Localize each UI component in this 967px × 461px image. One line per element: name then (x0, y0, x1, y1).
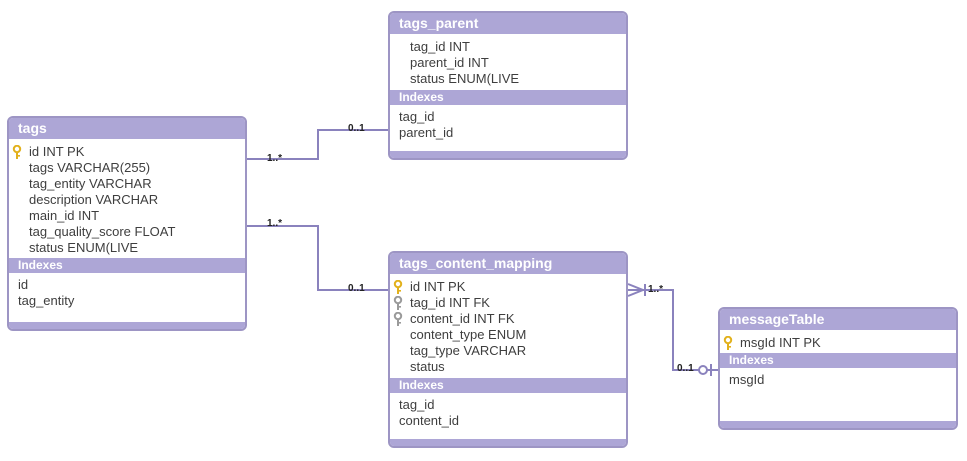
indexes-header: Indexes (9, 258, 245, 273)
column-row: parent_id INT (410, 55, 489, 70)
table-message-table[interactable]: messageTable msgId INT PK Indexes msgId (718, 307, 958, 430)
column-row: tag_quality_score FLOAT (29, 224, 176, 239)
tags-to-mapping-line (247, 225, 388, 291)
column-row: description VARCHAR (29, 192, 159, 207)
index-row: tag_id (399, 109, 435, 124)
cardinality-label: 1..* (267, 218, 283, 229)
column-text: tag_id INT FK (410, 295, 490, 310)
column-row: status (410, 359, 445, 374)
cardinality-label: 1..* (648, 284, 664, 295)
cardinality-label: 0..1 (348, 123, 365, 134)
tags-to-tags-parent-line (247, 129, 388, 160)
column-row: tags VARCHAR(255) (29, 160, 151, 175)
table-title: messageTable (720, 309, 956, 330)
column-row: status ENUM(LIVE (29, 240, 139, 255)
indexes-header: Indexes (720, 353, 956, 368)
column-row: content_id INT FK (390, 311, 626, 327)
table-tags-content-mapping[interactable]: tags_content_mapping id INT PK tag_id IN… (388, 251, 628, 448)
cardinality-label: 1..* (267, 153, 283, 164)
column-text: id INT PK (29, 144, 85, 159)
column-row: id INT PK (9, 144, 245, 160)
table-title: tags_parent (390, 13, 626, 34)
column-row: status ENUM(LIVE (410, 71, 520, 86)
column-list: tag_id INT parent_id INT status ENUM(LIV… (390, 34, 626, 87)
index-row: content_id (399, 413, 459, 428)
table-tags[interactable]: tags id INT PK tags VARCHAR(255) tag_ent… (7, 116, 247, 331)
table-title: tags_content_mapping (390, 253, 626, 274)
column-row: tag_entity VARCHAR (29, 176, 152, 191)
column-row: content_type ENUM (410, 327, 527, 342)
column-row: tag_id INT FK (390, 295, 626, 311)
table-footer (390, 439, 626, 446)
index-row: parent_id (399, 125, 454, 140)
table-footer (720, 421, 956, 428)
index-list: tag_id content_id (390, 393, 626, 429)
index-list: tag_id parent_id (390, 105, 626, 141)
column-row: msgId INT PK (720, 335, 956, 351)
column-text: content_id INT FK (410, 311, 515, 326)
table-title: tags (9, 118, 245, 139)
table-footer (9, 322, 245, 329)
index-row: id (18, 277, 29, 292)
column-row: tag_type VARCHAR (410, 343, 527, 358)
index-row: msgId (729, 372, 765, 387)
mapping-to-message-line (628, 289, 718, 371)
index-row: tag_entity (18, 293, 75, 308)
index-list: id tag_entity (9, 273, 245, 309)
index-row: tag_id (399, 397, 435, 412)
column-list: id INT PK tag_id INT FK content_id INT F… (390, 274, 626, 375)
crows-foot-marker (627, 283, 646, 297)
primary-key-icon (723, 336, 733, 350)
column-text: id INT PK (410, 279, 466, 294)
column-row: main_id INT (29, 208, 100, 223)
zero-circle-marker (698, 365, 708, 375)
column-row: tag_id INT (410, 39, 470, 54)
indexes-header: Indexes (390, 378, 626, 393)
foreign-key-icon (393, 312, 403, 326)
cardinality-label: 0..1 (677, 363, 694, 374)
column-text: msgId INT PK (740, 335, 821, 350)
table-footer (390, 151, 626, 158)
column-row: id INT PK (390, 279, 626, 295)
table-tags-parent[interactable]: tags_parent tag_id INT parent_id INT sta… (388, 11, 628, 160)
cardinality-label: 0..1 (348, 283, 365, 294)
foreign-key-icon (393, 296, 403, 310)
index-list: msgId (720, 368, 956, 388)
primary-key-icon (12, 145, 22, 159)
column-list: id INT PK tags VARCHAR(255) tag_entity V… (9, 139, 245, 256)
primary-key-icon (393, 280, 403, 294)
indexes-header: Indexes (390, 90, 626, 105)
column-list: msgId INT PK (720, 330, 956, 351)
